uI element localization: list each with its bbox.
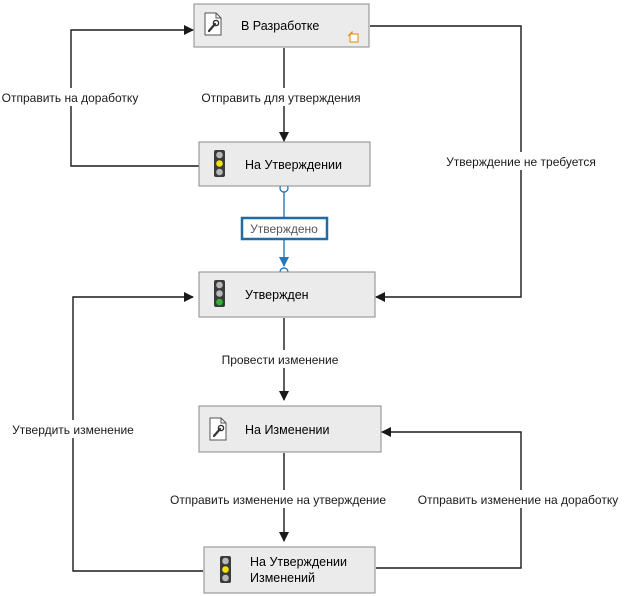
edge-label-send-for-approval[interactable]: Отправить для утверждения [201, 91, 360, 105]
edge-label-send-back[interactable]: Отправить на доработку [2, 91, 139, 105]
traffic-light-yellow-icon [214, 150, 225, 177]
node-approved[interactable]: Утвержден [198, 271, 376, 318]
node-approval[interactable]: На Утверждении [198, 141, 371, 187]
node-label-line1: На Утверждении [250, 555, 347, 569]
edge-label-no-approval-needed[interactable]: Утверждение не требуется [446, 155, 596, 169]
edge-label-make-change[interactable]: Провести изменение [222, 353, 339, 367]
node-label: В Разработке [241, 19, 319, 33]
edge-label-send-change-back[interactable]: Отправить изменение на доработку [418, 493, 618, 507]
node-label: На Утверждении [245, 158, 342, 172]
traffic-light-green-icon [214, 280, 225, 307]
edge-label-send-change-for-approval[interactable]: Отправить изменение на утверждение [170, 493, 386, 507]
node-label: Утвержден [245, 288, 309, 302]
node-changing[interactable]: На Изменении [198, 405, 382, 453]
node-label-line2: Изменений [250, 571, 315, 585]
traffic-light-yellow-icon [220, 556, 231, 583]
selected-edge-label-box[interactable] [240, 216, 329, 241]
node-change-approval[interactable]: На Утверждении Изменений [203, 546, 376, 594]
document-wrench-icon [209, 417, 227, 441]
node-development[interactable]: В Разработке [193, 3, 370, 48]
start-state-icon [347, 30, 359, 43]
edge-label-approve-change[interactable]: Утвердить изменение [12, 423, 134, 437]
document-wrench-icon [204, 12, 222, 36]
node-label: На Изменении [245, 423, 329, 437]
edge-label-approved[interactable]: Утверждено [250, 222, 318, 236]
